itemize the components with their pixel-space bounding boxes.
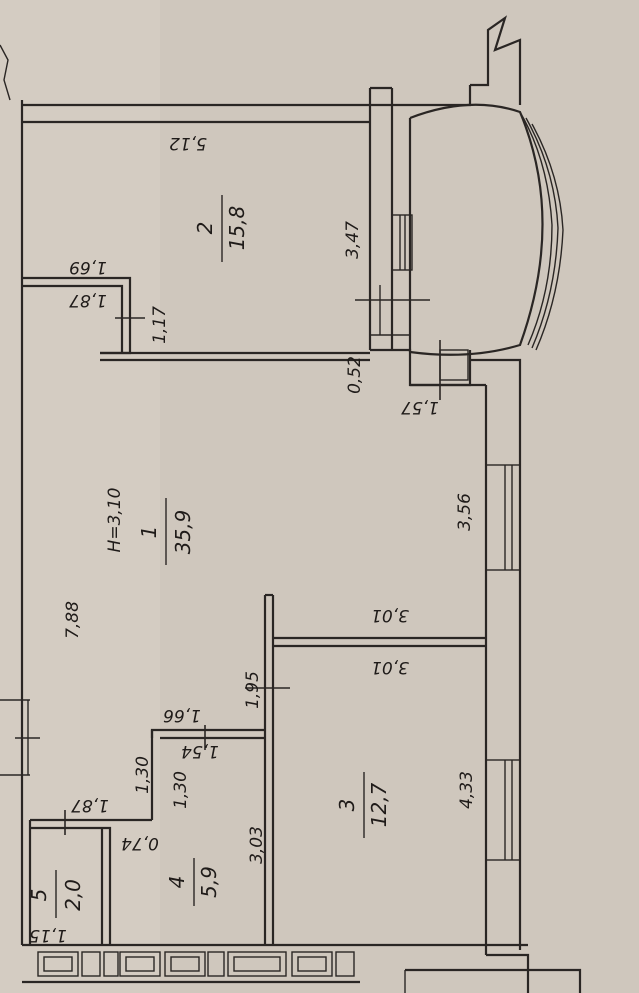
labels: 5,12 2 15,8 3,47 1,69 1,87 1,17 0,52 1,5… (27, 133, 477, 945)
outer-wall-left (0, 44, 40, 945)
room3-walls (245, 593, 486, 945)
room5-area: 2,0 (61, 879, 85, 911)
room1-area: 35,9 (171, 510, 195, 555)
dim-301-b: 3,01 (371, 657, 409, 677)
right-windows (485, 464, 521, 861)
dim-169: 1,69 (69, 257, 107, 277)
room4-area: 5,9 (197, 866, 221, 898)
dim-433: 4,33 (457, 771, 477, 809)
dim-301-a: 3,01 (371, 605, 409, 625)
dim-154: 1,54 (181, 741, 219, 761)
bottom-wall (22, 943, 582, 993)
dim-top-room2: 5,12 (169, 133, 207, 153)
room2-number: 2 (193, 222, 217, 235)
dim-356: 3,56 (455, 493, 475, 531)
bathroom-walls (28, 725, 265, 945)
dim-052: 0,52 (345, 356, 365, 394)
dim-303: 3,03 (247, 826, 267, 864)
room2-openings (355, 214, 430, 336)
dim-130-b: 1,30 (171, 771, 191, 809)
dim-166: 1,66 (163, 705, 201, 725)
dim-074: 0,74 (121, 833, 159, 853)
room1-height: H=3,10 (105, 488, 125, 553)
room3-number: 3 (335, 799, 359, 812)
room2-partition (22, 276, 370, 362)
dim-117: 1,17 (150, 306, 170, 344)
dim-130-a: 1,30 (133, 756, 153, 794)
dim-115: 1,15 (29, 925, 67, 945)
dim-room2-side: 3,47 (343, 221, 363, 259)
dim-187-bottom: 1,87 (71, 795, 109, 815)
dim-157: 1,57 (401, 397, 439, 417)
room1-number: 1 (137, 526, 161, 539)
room3-area: 12,7 (367, 782, 391, 827)
dim-187-top: 1,87 (69, 290, 107, 310)
room2-area: 15,8 (225, 206, 249, 251)
bay-window (408, 103, 564, 356)
room5-number: 5 (27, 889, 51, 902)
room4-number: 4 (165, 876, 189, 889)
dim-788: 7,88 (63, 601, 83, 639)
dim-195: 1,95 (243, 671, 263, 709)
